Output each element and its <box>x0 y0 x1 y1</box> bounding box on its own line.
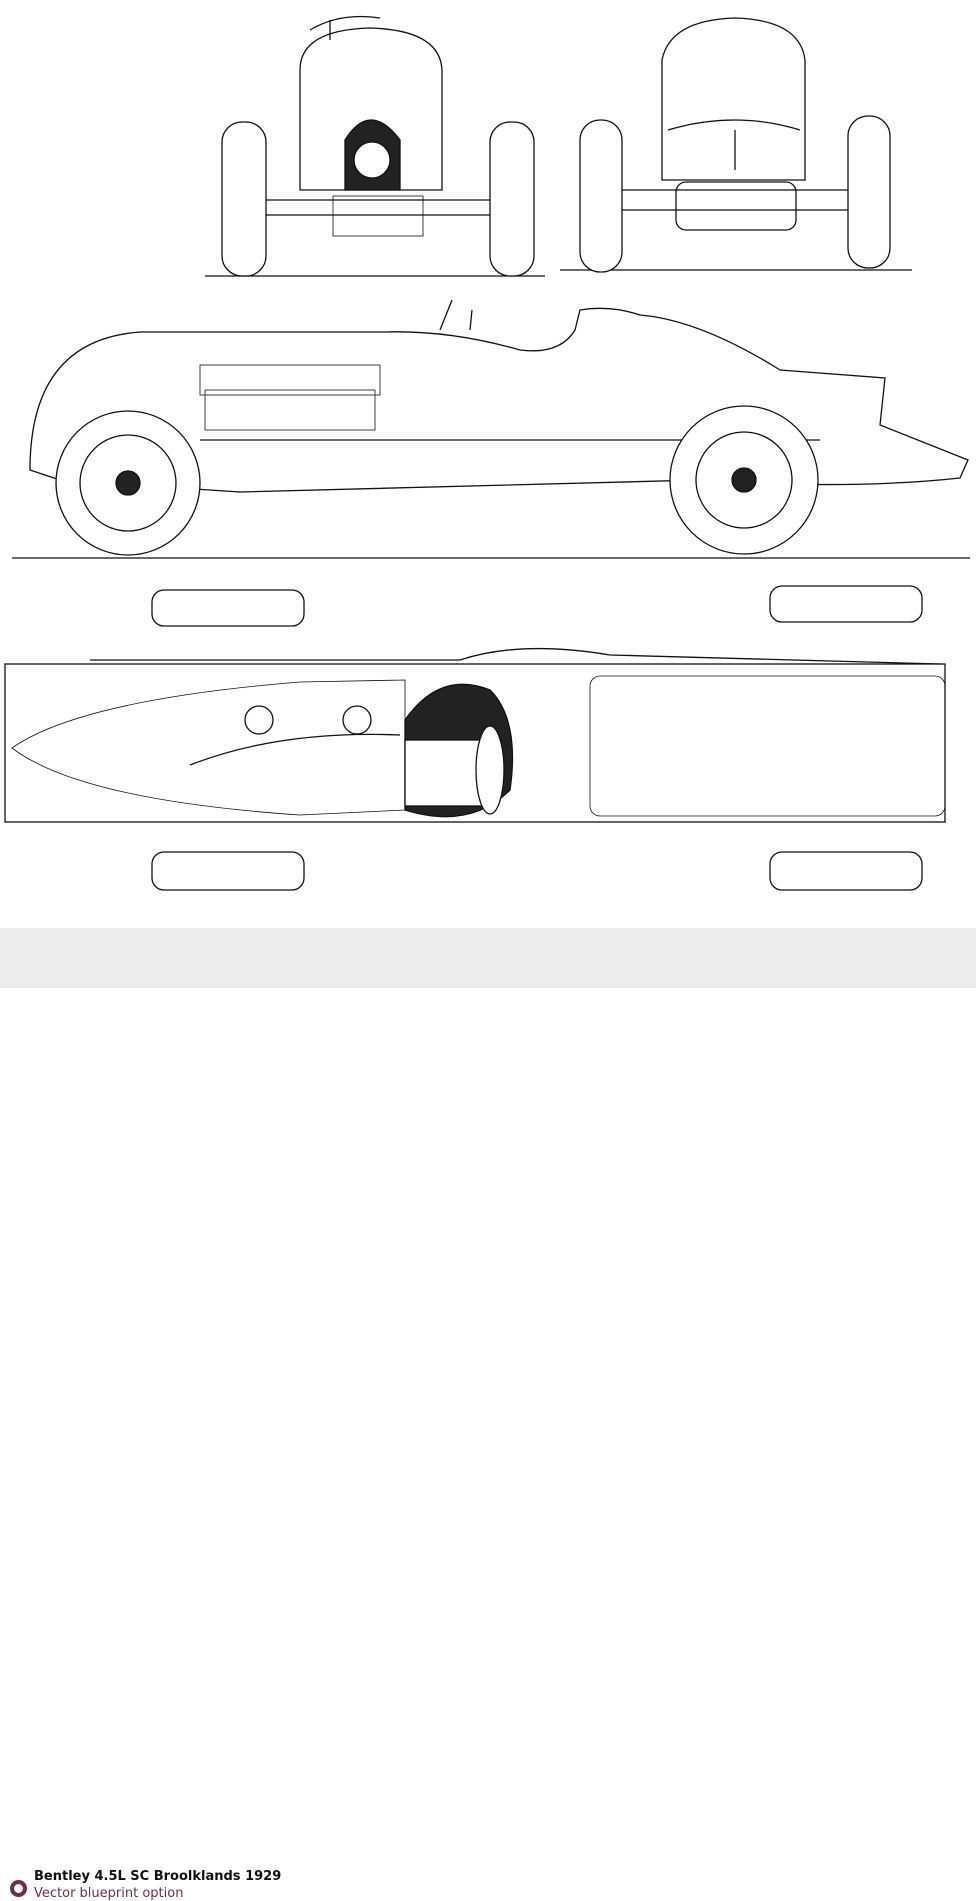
front-view <box>205 15 545 277</box>
radio-ring-icon[interactable] <box>10 1880 27 1897</box>
caption-title: Bentley 4.5L SC Broolklands 1929 <box>34 1869 282 1884</box>
top-view <box>4 585 946 891</box>
caption-bar[interactable]: Bentley 4.5L SC Broolklands 1929 Vector … <box>0 928 976 1901</box>
blueprint-drawing <box>4 15 970 891</box>
side-view <box>12 299 970 559</box>
caption-subtitle[interactable]: Vector blueprint option <box>34 1886 184 1901</box>
rear-view <box>560 17 912 273</box>
